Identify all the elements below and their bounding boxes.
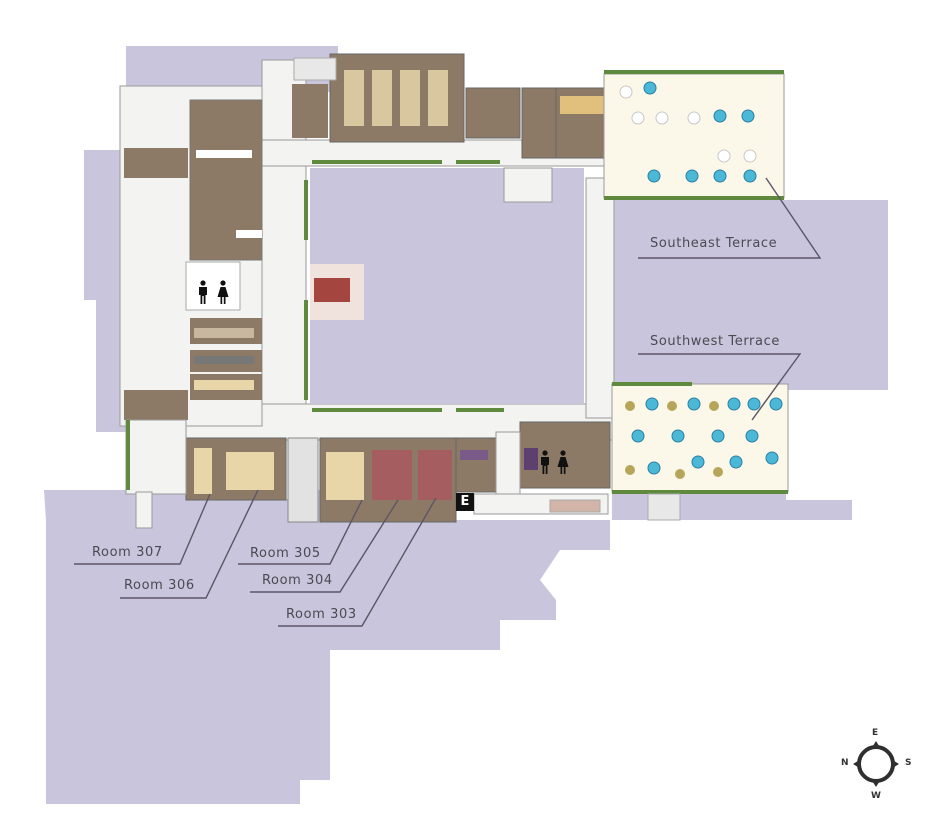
southeast-terrace-tables	[643, 81, 757, 183]
compass-south-label: S	[905, 758, 912, 768]
label-room-303: Room 303	[286, 607, 357, 622]
furniture	[194, 70, 604, 500]
stairs	[293, 57, 681, 521]
label-room-304: Room 304	[262, 573, 333, 588]
courtyard-planters	[126, 160, 504, 490]
leader-room-307	[74, 493, 211, 565]
compass-north-label: N	[841, 758, 849, 768]
leader-southwest-terrace	[638, 353, 802, 421]
compass-east-label: E	[872, 728, 879, 738]
building-floor	[119, 53, 615, 529]
leader-room-303	[278, 497, 437, 627]
elevator-icon: E	[456, 493, 474, 511]
compass-west-label: W	[871, 791, 881, 801]
women-restroom-icon	[217, 280, 229, 304]
label-room-306: Room 306	[124, 578, 195, 593]
men-restroom-icon	[199, 280, 207, 304]
label-southwest-terrace: Southwest Terrace	[650, 334, 780, 349]
women-restroom-icon	[557, 450, 569, 474]
men-restroom-icon	[541, 450, 549, 474]
compass-icon	[853, 741, 899, 787]
leader-room-305	[238, 499, 363, 565]
label-room-307: Room 307	[92, 545, 163, 560]
label-southeast-terrace: Southeast Terrace	[650, 236, 778, 251]
leader-room-304	[250, 499, 399, 593]
leader-southeast-terrace	[638, 177, 822, 259]
southeast-terrace-umbrellas	[619, 85, 757, 163]
label-room-305: Room 305	[250, 546, 321, 561]
southwest-terrace-plants	[625, 401, 723, 479]
leader-room-306	[120, 489, 259, 599]
leader-lines	[74, 177, 822, 627]
southwest-terrace-tables	[631, 397, 783, 475]
